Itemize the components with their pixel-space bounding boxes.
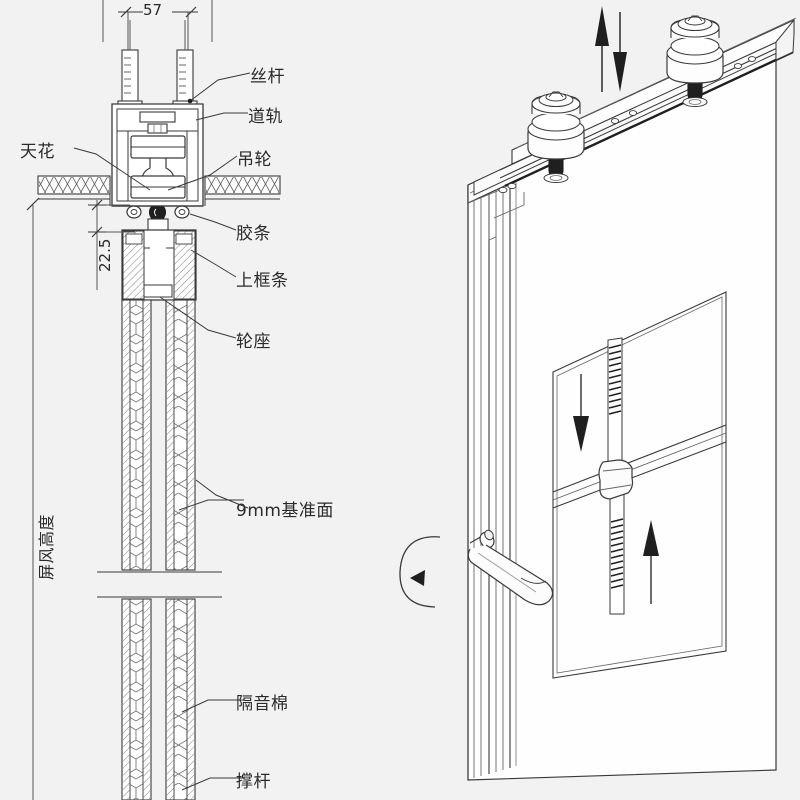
rubber-strip-right	[174, 205, 190, 219]
screw-rod-right	[176, 20, 194, 103]
callout-label-hanging-wheel: 吊轮	[237, 150, 272, 170]
ceiling-slab-right	[204, 175, 281, 206]
callout-label-support-rod: 撑杆	[236, 772, 271, 792]
crank-handle	[467, 529, 554, 606]
panel-arrow-up	[643, 520, 659, 604]
crank-rotation-arrow	[399, 536, 441, 608]
dimension-22-5	[88, 199, 135, 290]
section-view	[26, 0, 281, 800]
center-hub	[598, 459, 634, 500]
isometric-view	[399, 6, 797, 781]
callout-label-acoustic-wool: 隔音棉	[236, 694, 289, 714]
door-edge-profile	[467, 163, 517, 780]
spring-upper	[607, 337, 623, 465]
partition-body-lower	[121, 598, 196, 800]
callout-label-ceiling: 天花	[20, 142, 55, 162]
callout-label-top-frame-bar: 上框条	[236, 271, 289, 291]
callout-label-rubber-strip: 胶条	[236, 224, 271, 244]
dimension-screen-height	[26, 197, 40, 800]
break-line	[97, 571, 222, 598]
partition-body-upper	[121, 299, 196, 571]
top-arrow-down	[613, 12, 627, 92]
roller-right	[666, 15, 724, 107]
ceiling-slab-left	[37, 175, 111, 206]
dimension-label-screen-height: 屏风高度	[37, 513, 56, 580]
callout-label-wheel-seat: 轮座	[236, 332, 271, 352]
dimension-label-22-5: 22.5	[96, 238, 114, 272]
hanging-wheel	[130, 135, 186, 199]
spring-lower	[609, 493, 625, 615]
roller-left	[527, 91, 585, 183]
panel-arrow-down	[573, 374, 589, 452]
callout-label-base-face: 9mm基准面	[236, 501, 334, 521]
top-arrow-up	[595, 6, 609, 92]
callout-label-track: 道轨	[248, 107, 283, 127]
callout-label-screw-rod: 丝杆	[250, 67, 285, 87]
rubber-strip-left	[126, 205, 142, 219]
dimension-label-57: 57	[143, 1, 163, 19]
rubber-seal-center	[148, 205, 167, 220]
callout-leaders	[73, 72, 251, 791]
top-frame-bar	[121, 229, 197, 301]
